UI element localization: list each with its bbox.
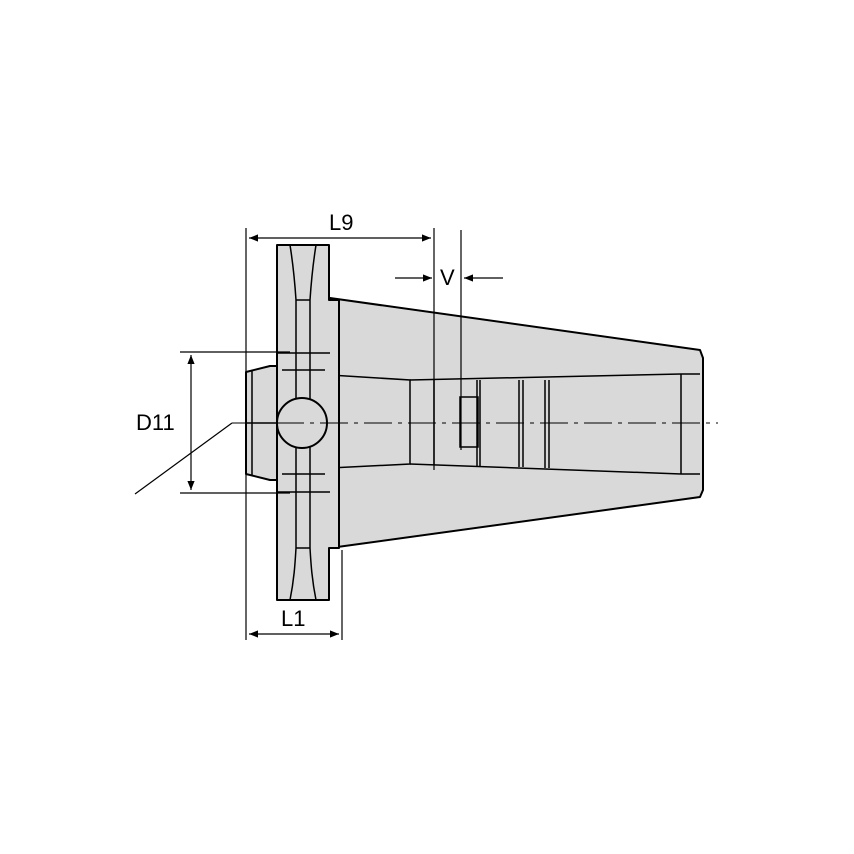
dimension-label-l1: L1 — [281, 606, 305, 631]
dimension-label-v: V — [440, 265, 455, 290]
dimension-d11: D11 — [134, 351, 290, 495]
dimension-label-l9: L9 — [329, 210, 353, 235]
dimension-l9: L9 — [245, 210, 435, 640]
dimension-label-d11: D11 — [136, 410, 175, 435]
dimension-v: V — [395, 230, 503, 450]
dimension-l1: L1 — [249, 550, 343, 640]
